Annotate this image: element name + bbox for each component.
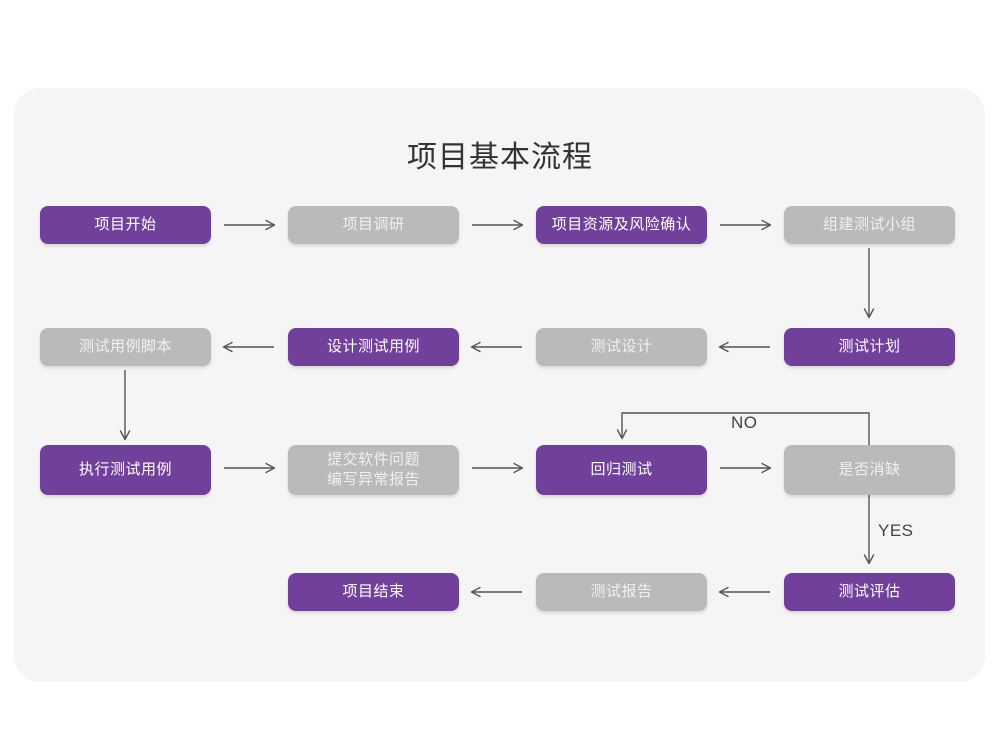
flow-node-n7[interactable]: 测试设计 xyxy=(536,328,707,366)
flow-node-label: 测试评估 xyxy=(838,582,901,600)
flow-node-label: 执行测试用例 xyxy=(78,460,172,478)
flow-node-label: 测试计划 xyxy=(838,337,901,355)
flow-node-n14[interactable]: 测试报告 xyxy=(536,573,707,611)
flow-node-n5[interactable]: 测试用例脚本 xyxy=(40,328,211,366)
flow-node-n11[interactable]: 回归测试 xyxy=(536,445,707,495)
flow-node-n6[interactable]: 设计测试用例 xyxy=(288,328,459,366)
flow-node-label: 项目开始 xyxy=(94,215,157,233)
flow-node-n2[interactable]: 项目调研 xyxy=(288,206,459,244)
flow-node-label: 测试设计 xyxy=(590,337,653,355)
flow-node-label: 测试报告 xyxy=(590,582,653,600)
flow-node-n9[interactable]: 执行测试用例 xyxy=(40,445,211,495)
flow-node-label: 项目结束 xyxy=(342,582,405,600)
flow-node-label: 回归测试 xyxy=(590,460,653,478)
flow-node-label: 项目调研 xyxy=(342,215,405,233)
flow-node-label: 组建测试小组 xyxy=(822,215,916,233)
page-title: 项目基本流程 xyxy=(407,141,593,174)
flow-node-n4[interactable]: 组建测试小组 xyxy=(784,206,955,244)
flow-node-label: 是否消缺 xyxy=(838,460,901,478)
flow-node-n3[interactable]: 项目资源及风险确认 xyxy=(536,206,707,244)
flow-node-n8[interactable]: 测试计划 xyxy=(784,328,955,366)
flow-node-n10[interactable]: 提交软件问题 编写异常报告 xyxy=(288,445,459,495)
flow-node-n12[interactable]: 是否消缺 xyxy=(784,445,955,495)
edge-label-yes: YES xyxy=(878,521,914,540)
flow-node-n13[interactable]: 项目结束 xyxy=(288,573,459,611)
flow-node-label: 测试用例脚本 xyxy=(78,337,172,355)
flow-node-label: 设计测试用例 xyxy=(326,337,420,355)
edge-label-no: NO xyxy=(731,413,758,432)
flow-node-n1[interactable]: 项目开始 xyxy=(40,206,211,244)
flow-node-label: 项目资源及风险确认 xyxy=(551,215,692,233)
flow-node-n15[interactable]: 测试评估 xyxy=(784,573,955,611)
flow-node-label: 提交软件问题 编写异常报告 xyxy=(326,450,420,488)
